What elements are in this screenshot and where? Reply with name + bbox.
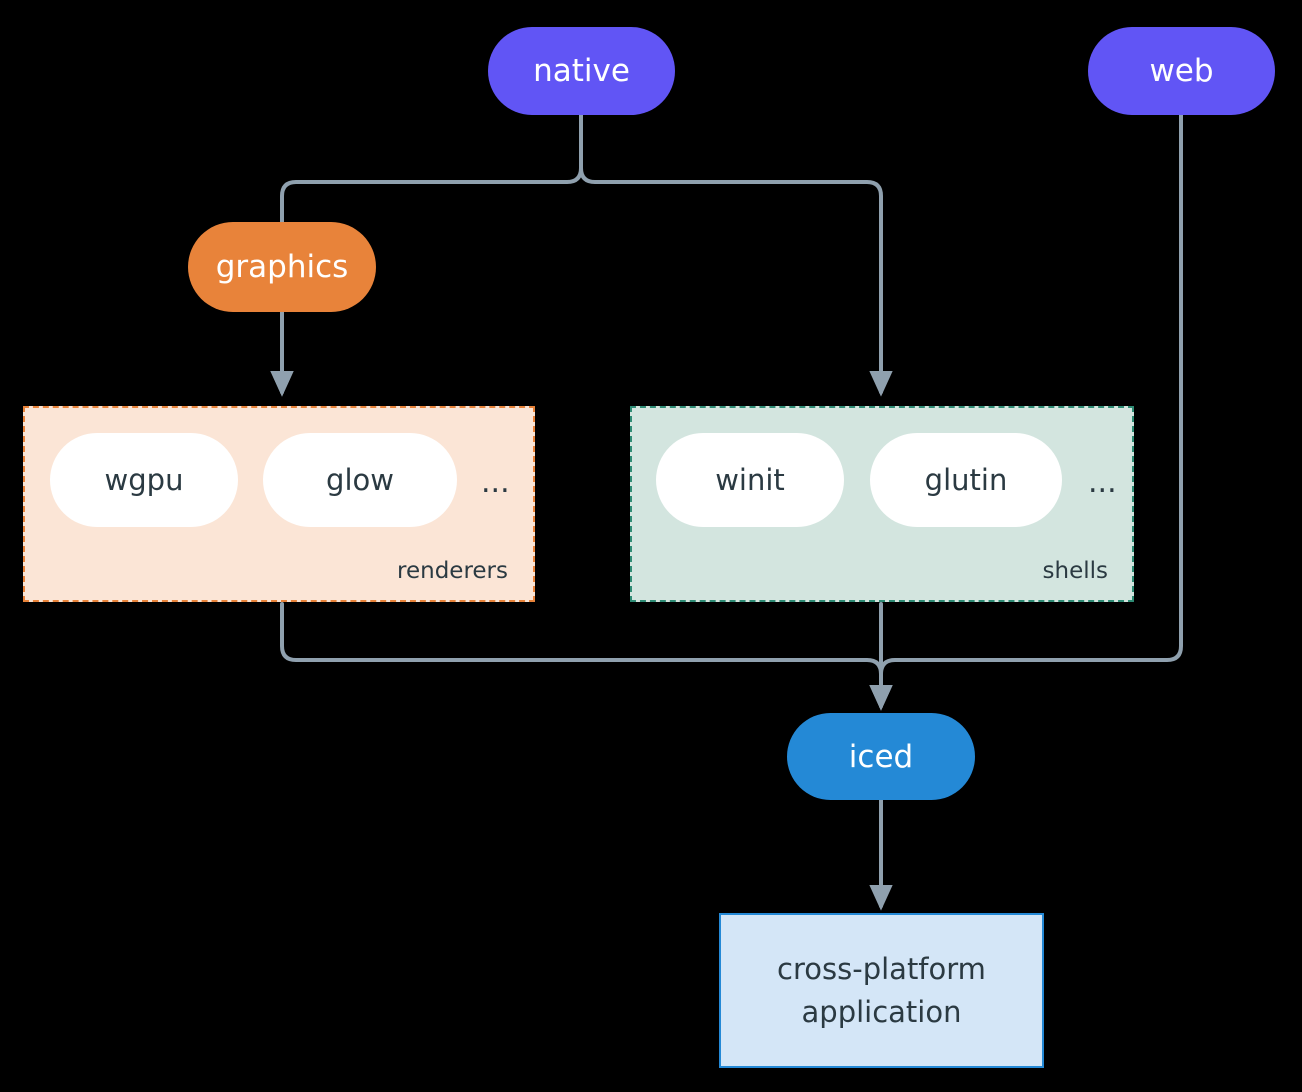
leaf-glow[interactable]: glow: [263, 433, 457, 527]
edge-renderers-to-iced: [280, 602, 893, 711]
node-iced[interactable]: iced: [787, 713, 975, 800]
node-web-label: web: [1149, 53, 1214, 89]
node-graphics-label: graphics: [215, 249, 349, 285]
group-renderers-label: renderers: [397, 558, 508, 584]
renderers-more-ellipsis: ...: [481, 464, 510, 500]
node-iced-label: iced: [848, 738, 914, 775]
node-graphics[interactable]: graphics: [188, 222, 376, 312]
leaf-wgpu[interactable]: wgpu: [50, 433, 238, 527]
application-label-line2: application: [801, 994, 962, 1029]
leaf-glow-label: glow: [326, 463, 394, 497]
node-native-label: native: [533, 53, 630, 89]
leaf-glutin[interactable]: glutin: [870, 433, 1062, 527]
shells-more-ellipsis: ...: [1088, 464, 1117, 500]
leaf-winit[interactable]: winit: [656, 433, 844, 527]
leaf-wgpu-label: wgpu: [104, 463, 184, 497]
node-application[interactable]: cross-platform application: [719, 913, 1044, 1068]
edge-native-to-shells: [579, 113, 893, 397]
node-web[interactable]: web: [1088, 27, 1275, 115]
group-shells-label: shells: [1042, 558, 1108, 584]
leaf-glutin-label: glutin: [924, 463, 1008, 497]
edge-web-to-iced: [869, 113, 1183, 711]
application-label-line1: cross-platform: [777, 952, 986, 987]
leaf-winit-label: winit: [715, 463, 785, 497]
node-native[interactable]: native: [488, 27, 675, 115]
